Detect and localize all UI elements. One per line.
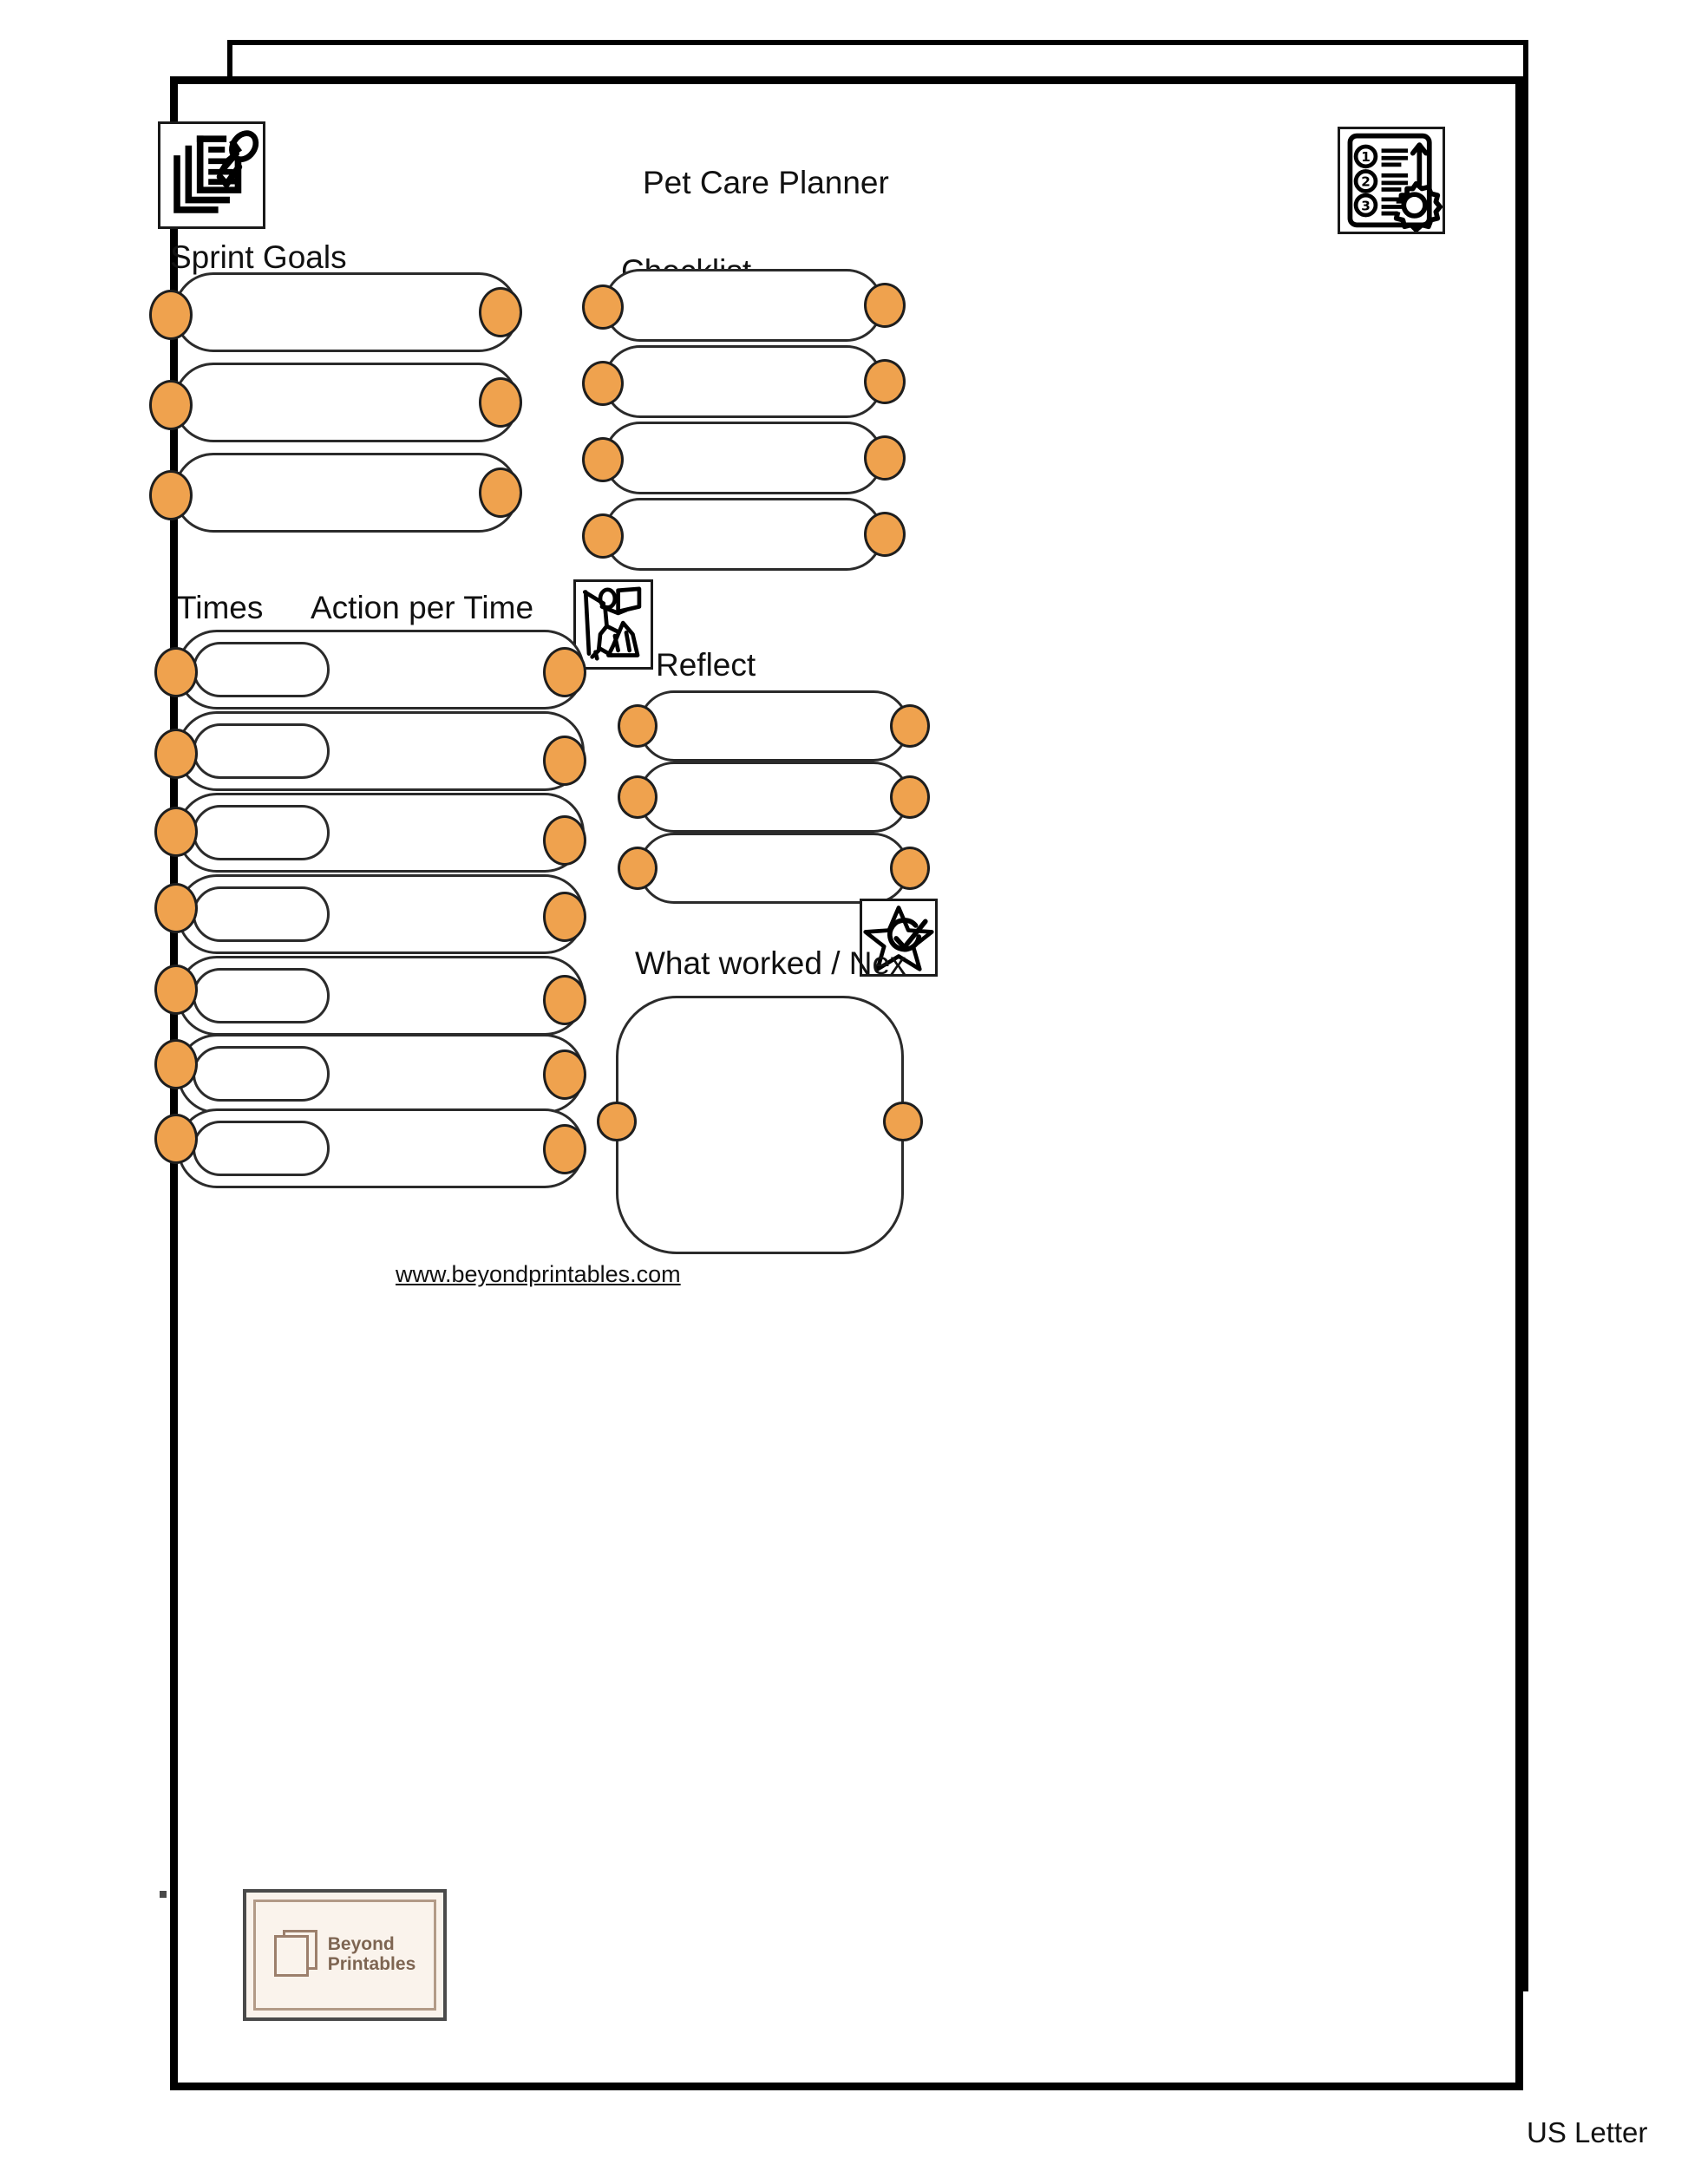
sprint-goal-dot-left <box>149 290 193 340</box>
what-worked-dot-right <box>883 1102 923 1141</box>
checklist-row[interactable] <box>604 498 883 571</box>
sprint-goal-dot-left <box>149 380 193 430</box>
schedule-time-field[interactable] <box>193 1121 330 1176</box>
checklist-row[interactable] <box>604 345 883 418</box>
brand-name-line-2: Printables <box>327 1954 416 1974</box>
star-with-check-icon <box>860 899 938 977</box>
checklist-dot-left <box>582 284 624 330</box>
schedule-dot-left <box>154 647 198 697</box>
svg-text:2: 2 <box>1361 174 1371 190</box>
reflect-heading: Reflect <box>656 647 756 683</box>
action-column-heading: Action per Time <box>311 590 534 625</box>
svg-text:3: 3 <box>1361 198 1371 213</box>
brand-logo-spacer <box>160 1891 167 1898</box>
svg-text:1: 1 <box>1361 149 1371 165</box>
checklist-dot-right <box>864 435 906 481</box>
what-worked-note-box[interactable] <box>616 996 904 1254</box>
schedule-time-field[interactable] <box>193 642 330 697</box>
brand-name-line-1: Beyond <box>327 1934 395 1955</box>
schedule-dot-right <box>543 1124 586 1174</box>
reflect-row[interactable] <box>638 833 909 904</box>
page-title: Pet Care Planner <box>643 165 889 200</box>
climber-with-flag-on-summit-icon <box>573 579 653 670</box>
sprint-goal-row[interactable] <box>173 272 519 352</box>
schedule-dot-left <box>154 807 198 857</box>
schedule-dot-left <box>154 1039 198 1089</box>
sprint-goal-dot-right <box>479 377 522 428</box>
schedule-dot-right <box>543 892 586 942</box>
what-worked-dot-left <box>597 1102 637 1141</box>
checklist-dot-right <box>864 283 906 328</box>
checklist-dot-left <box>582 437 624 482</box>
page-content: Pet Care Planner <box>149 76 1523 2090</box>
brand-logo-inner-border: Beyond Printables <box>253 1900 436 2011</box>
reflect-row[interactable] <box>638 690 909 762</box>
checklist-dot-left <box>582 361 624 406</box>
schedule-time-field[interactable] <box>193 886 330 942</box>
sprint-goal-dot-left <box>149 470 193 520</box>
schedule-dot-left <box>154 1114 198 1164</box>
checklist-dot-right <box>864 359 906 404</box>
paper-size-label: US Letter <box>1527 2116 1648 2148</box>
stacked-pages-logo-icon <box>273 1930 319 1980</box>
schedule-dot-right <box>543 815 586 866</box>
sprint-goal-dot-right <box>479 287 522 337</box>
sprint-goal-row[interactable] <box>173 453 519 533</box>
schedule-dot-right <box>543 647 586 697</box>
checklist-row[interactable] <box>604 269 883 342</box>
schedule-dot-right <box>543 736 586 786</box>
sprint-goals-heading: Sprint Goals <box>170 239 347 275</box>
schedule-dot-left <box>154 729 198 779</box>
schedule-dot-right <box>543 1049 586 1100</box>
reflect-dot-right <box>890 704 930 748</box>
what-worked-heading: What worked / Nex <box>635 945 906 981</box>
numbered-list-arrow-gear-icon: 1 2 3 <box>1338 127 1445 234</box>
sprint-goal-row[interactable] <box>173 363 519 442</box>
schedule-dot-right <box>543 975 586 1025</box>
checklist-dot-left <box>582 513 624 559</box>
schedule-time-field[interactable] <box>193 723 330 779</box>
schedule-time-field[interactable] <box>193 968 330 1023</box>
schedule-dot-left <box>154 883 198 933</box>
schedule-time-field[interactable] <box>193 1046 330 1102</box>
brand-logo-wordmark: Beyond Printables <box>328 1935 416 1974</box>
reflect-dot-left <box>618 775 658 819</box>
schedule-time-field[interactable] <box>193 805 330 860</box>
documents-with-checkmark-and-pin-icon <box>158 121 265 229</box>
checklist-dot-right <box>864 512 906 557</box>
footer-website-link[interactable]: www.beyondprintables.com <box>396 1261 681 1287</box>
schedule-dot-left <box>154 964 198 1015</box>
times-column-heading: Times <box>177 590 264 625</box>
checklist-row[interactable] <box>604 422 883 494</box>
reflect-dot-left <box>618 704 658 748</box>
reflect-dot-right <box>890 847 930 890</box>
sprint-goal-dot-right <box>479 468 522 518</box>
brand-logo: Beyond Printables <box>243 1889 447 2021</box>
reflect-dot-right <box>890 775 930 819</box>
reflect-row[interactable] <box>638 762 909 833</box>
reflect-dot-left <box>618 847 658 890</box>
